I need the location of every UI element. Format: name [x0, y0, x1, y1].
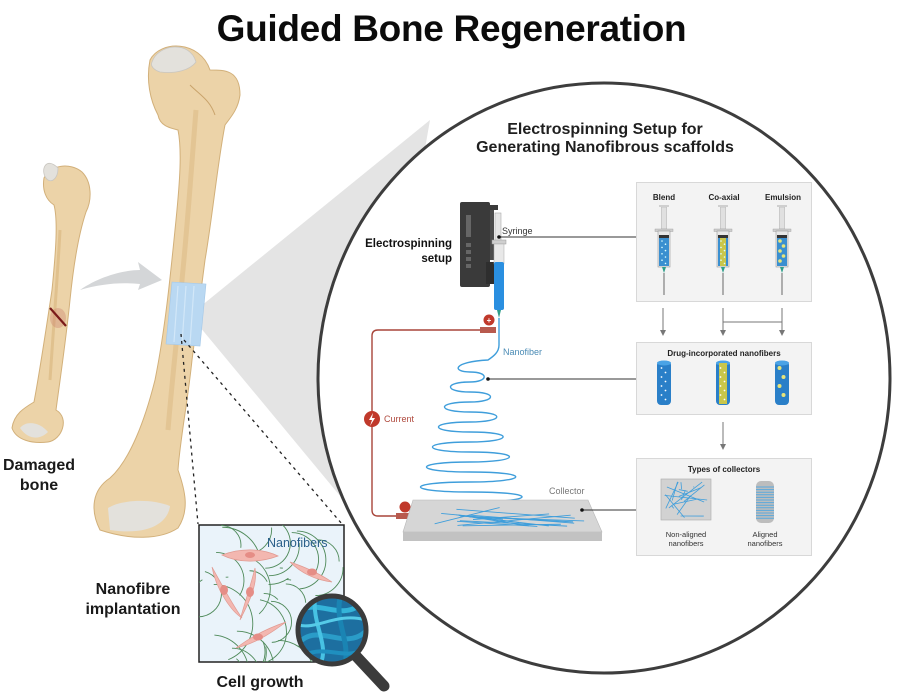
nanofiber-strand — [268, 577, 289, 585]
drug-fiber-icon — [657, 360, 671, 405]
electrospinning-setup-label: Electrospinning setup — [360, 237, 452, 267]
syringe-pump — [460, 202, 507, 318]
drug-fiber-icon — [716, 360, 730, 405]
nanofiber-strand — [199, 571, 222, 618]
magnifier-icon — [295, 593, 390, 692]
random-fiber — [676, 495, 691, 515]
nanofiber-strand — [249, 570, 268, 582]
page-title: Guided Bone Regeneration — [216, 8, 687, 49]
non-aligned-label: Non-aligned nanofibers — [651, 530, 721, 548]
damaged-bone-label-line: bone — [19, 477, 59, 494]
nanofiber-strand — [199, 579, 203, 583]
nanofiber-strand — [291, 532, 319, 577]
current-source-icon — [364, 411, 380, 427]
collector-label: Collector — [549, 486, 585, 496]
random-fiber — [665, 481, 679, 509]
method-syringe-icon — [654, 205, 674, 295]
method-syringe-icon — [713, 205, 733, 295]
damaged-bone — [11, 162, 91, 443]
nanofiber-strand — [259, 599, 287, 662]
method-label-blend: Blend — [652, 193, 676, 202]
flow-arrows — [660, 308, 785, 450]
implant-band — [165, 281, 207, 347]
circle-title: Electrospinning Setup for Generating Nan… — [440, 121, 770, 157]
damaged-bone-label-line: Damaged — [2, 457, 76, 474]
nanofiber-strand — [214, 634, 248, 662]
damaged-bone-label: Damaged bone — [0, 456, 78, 496]
collector-fiber — [456, 508, 575, 519]
random-fiber — [680, 482, 683, 490]
nanofiber-strand — [315, 567, 344, 596]
implantation-label-line: implantation — [85, 601, 181, 618]
nanofibers-box-label: Nanofibers — [267, 536, 328, 550]
non-aligned-label-line: nanofibers — [668, 539, 704, 548]
aligned-label-line: nanofibers — [747, 539, 783, 548]
collector-plate — [402, 499, 603, 541]
nanofiber-strand — [213, 583, 254, 661]
nanofiber-strand — [263, 592, 279, 600]
aligned-collector-icon — [756, 481, 774, 523]
implantation-label: Nanofibre implantation — [68, 580, 198, 620]
aligned-label: Aligned nanofibers — [730, 530, 800, 548]
current-label: Current — [384, 414, 415, 424]
non-aligned-collector-icon — [660, 478, 712, 521]
random-fiber — [678, 489, 688, 492]
nanofiber-strand — [296, 530, 327, 590]
drug-fiber-icon — [775, 360, 789, 405]
fracture-line — [49, 307, 67, 327]
collectors-panel-title: Types of collectors — [687, 465, 761, 474]
random-fiber — [693, 486, 695, 488]
drug-incorporated-panel: Drug-incorporated nanofibers — [636, 342, 812, 415]
random-fiber — [681, 490, 686, 501]
collector-fiber — [457, 520, 538, 527]
random-fiber — [683, 484, 705, 502]
random-fiber — [665, 494, 685, 518]
non-aligned-label-line: Non-aligned — [665, 530, 707, 539]
circle-title-line: Electrospinning Setup for — [507, 121, 703, 138]
random-fiber — [668, 481, 703, 509]
nanofiber-strand — [216, 552, 245, 596]
nanofiber-label: Nanofiber — [503, 347, 543, 357]
syringe-label: Syringe — [502, 226, 533, 236]
collector-fiber — [460, 515, 574, 523]
nanofiber-strand — [221, 525, 242, 548]
nanofiber-strand — [285, 583, 307, 603]
setup-label-line: setup — [421, 253, 452, 265]
nanofiber-strand — [264, 646, 267, 662]
collectors-panel: Types of collectors Non-aligned nanofibe… — [636, 458, 812, 556]
setup-label-line: Electrospinning — [365, 238, 452, 250]
random-fiber — [678, 487, 702, 497]
zoom-guide-right — [183, 339, 343, 525]
transition-arrow — [80, 262, 162, 290]
random-fiber — [673, 498, 697, 505]
drug-panel-title: Drug-incorporated nanofibers — [667, 349, 781, 358]
method-syringes — [654, 205, 792, 295]
positive-terminal-icon: + — [480, 314, 496, 333]
collector-fiber — [462, 523, 561, 527]
methods-panel: Blend Co-axial Emulsion — [636, 182, 812, 302]
nanofiber-strand — [231, 647, 257, 662]
collector-types — [660, 478, 774, 523]
aligned-label-line: Aligned — [752, 530, 778, 539]
nanofiber-strand — [188, 542, 199, 544]
method-label-coaxial: Co-axial — [708, 193, 740, 202]
nanofiber-strand — [317, 539, 340, 562]
implanted-bone — [93, 45, 241, 538]
collector-fiber — [459, 520, 568, 527]
nanofiber-strand — [262, 641, 266, 662]
nanofiber-strand — [278, 640, 313, 662]
negative-terminal-icon — [396, 501, 412, 519]
implantation-label-line: Nanofibre — [95, 581, 171, 598]
nanofiber-strand — [265, 525, 291, 569]
method-label-emulsion: Emulsion — [764, 193, 801, 202]
svg-text:+: + — [487, 316, 492, 325]
nanofiber-strand — [268, 542, 300, 577]
method-syringe-icon — [772, 205, 792, 295]
drug-fibers — [657, 360, 789, 405]
circle-title-line: Generating Nanofibrous scaffolds — [476, 139, 734, 156]
cell-growth-label: Cell growth — [216, 674, 304, 691]
